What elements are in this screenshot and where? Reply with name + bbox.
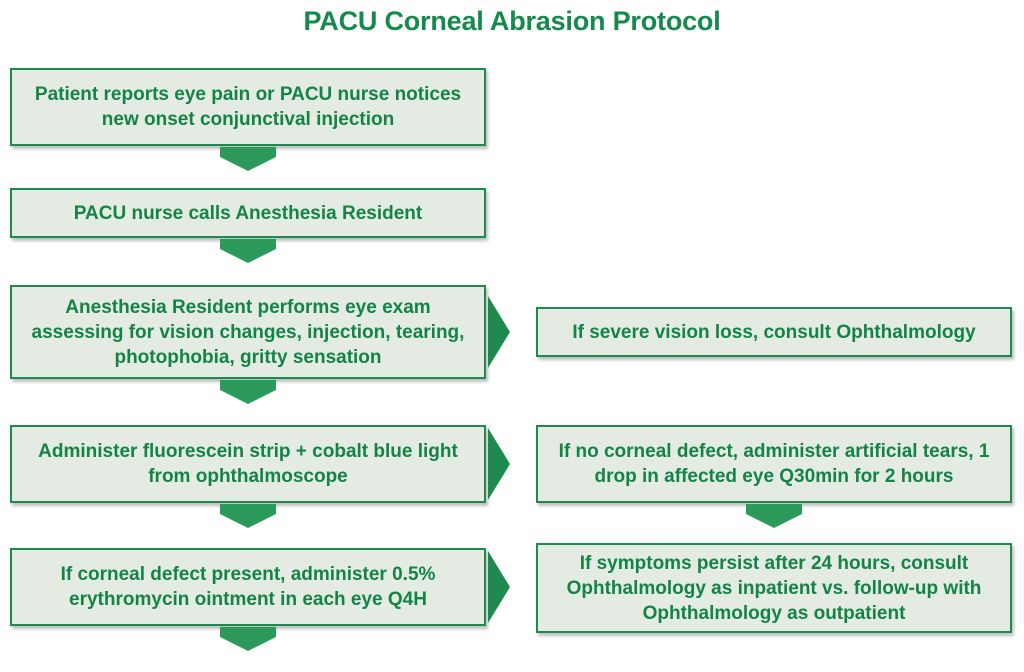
step-text: Anesthesia Resident performs eye exam as… [31,296,465,368]
step-box-no-corneal-defect: If no corneal defect, administer artific… [536,425,1012,503]
step-box-nurse-calls: PACU nurse calls Anesthesia Resident [10,188,486,238]
step-text: If symptoms persist after 24 hours, cons… [566,552,982,624]
step-text: If no corneal defect, administer artific… [558,441,990,487]
down-arrow-icon [746,504,802,529]
step-box-symptoms-persist: If symptoms persist after 24 hours, cons… [536,543,1012,633]
down-arrow-icon [220,380,276,405]
down-arrow-icon [220,147,276,172]
right-arrow-icon [488,296,510,368]
step-box-erythromycin: If corneal defect present, administer 0.… [10,548,486,626]
step-text: If corneal defect present, administer 0.… [60,564,436,610]
step-text: Administer fluorescein strip + cobalt bl… [38,441,458,487]
step-box-eye-exam: Anesthesia Resident performs eye exam as… [10,285,486,379]
step-text: PACU nurse calls Anesthesia Resident [73,202,423,224]
step-text: If severe vision loss, consult Ophthalmo… [572,321,976,343]
right-arrow-icon [488,428,510,500]
page-title: PACU Corneal Abrasion Protocol [303,6,721,36]
down-arrow-icon [220,627,276,652]
step-text: Patient reports eye pain or PACU nurse n… [34,84,462,130]
step-box-eye-pain: Patient reports eye pain or PACU nurse n… [10,68,486,146]
right-arrow-icon [488,551,510,623]
down-arrow-icon [220,504,276,529]
step-box-severe-vision-loss: If severe vision loss, consult Ophthalmo… [536,307,1012,357]
step-box-fluorescein: Administer fluorescein strip + cobalt bl… [10,425,486,503]
down-arrow-icon [220,239,276,264]
